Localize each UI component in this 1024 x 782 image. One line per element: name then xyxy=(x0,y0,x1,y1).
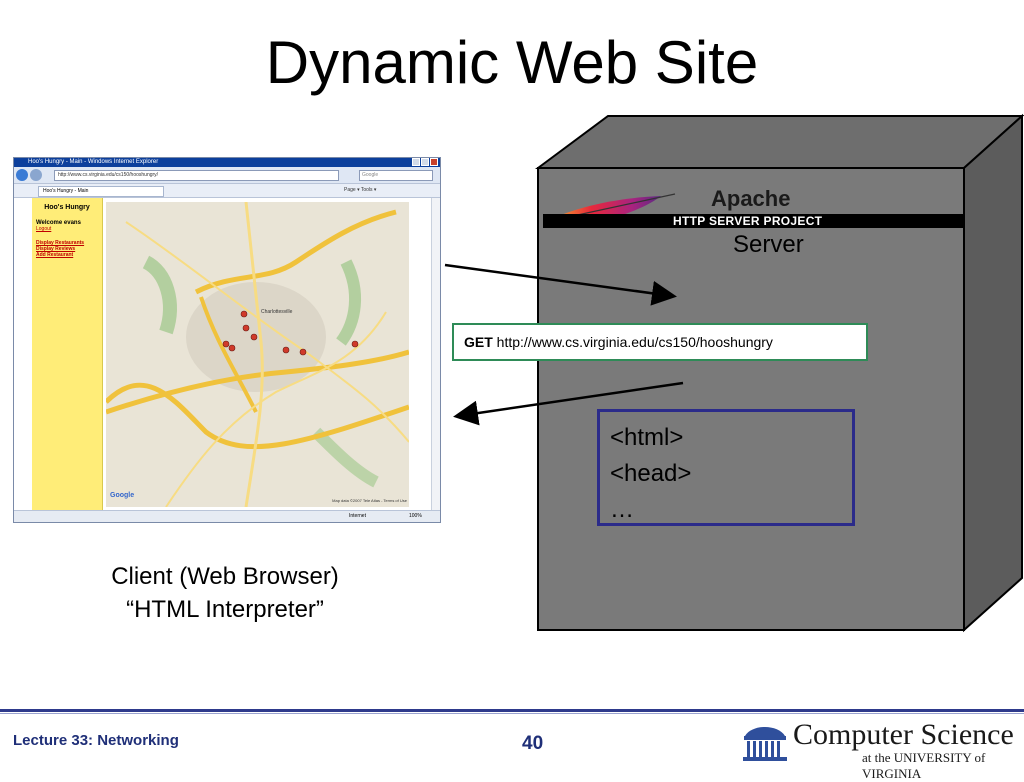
map-city-label: Charlottesville xyxy=(261,309,293,315)
zoom-label[interactable]: 100% xyxy=(409,513,422,519)
get-request-box: GET http://www.cs.virginia.edu/cs150/hoo… xyxy=(452,323,868,361)
browser-scrollbar[interactable] xyxy=(431,198,440,511)
dept-name: Computer Science xyxy=(793,718,1014,751)
url-input[interactable]: http://www.cs.virginia.edu/cs150/hooshun… xyxy=(54,170,339,181)
request-url: http://www.cs.virginia.edu/cs150/hooshun… xyxy=(496,334,773,350)
browser-tools-menu[interactable]: Page ▾ Tools ▾ xyxy=(344,187,377,193)
browser-statusbar: Internet 100% xyxy=(14,510,440,522)
slide-title: Dynamic Web Site xyxy=(265,29,759,96)
map-credit: Map data ©2007 Tele Atlas - Terms of Use xyxy=(332,498,407,503)
rotunda-logo-icon xyxy=(743,727,787,761)
map-view[interactable]: Charlottesville Google Map data ©2007 Te… xyxy=(106,202,409,507)
client-line-2: “HTML Interpreter” xyxy=(126,596,324,623)
add-restaurant-link[interactable]: Add Restaurant xyxy=(36,252,74,258)
apache-subtitle: HTTP SERVER PROJECT xyxy=(673,214,823,228)
html-response-box: <html> <head> … xyxy=(597,409,855,526)
html-line: <head> xyxy=(610,460,692,487)
server-box xyxy=(534,113,1024,633)
browser-window-title: Hoo's Hungry - Main - Windows Internet E… xyxy=(28,159,159,165)
footer-rule-thin xyxy=(0,713,1024,714)
page-sidebar: Hoo's Hungry Welcome evans Logout Displa… xyxy=(32,198,103,511)
welcome-text: Welcome evans xyxy=(36,220,81,226)
logout-link[interactable]: Logout xyxy=(36,226,52,232)
request-arrow xyxy=(444,263,684,426)
apache-wordmark: Apache xyxy=(711,186,791,211)
zone-label: Internet xyxy=(349,513,366,519)
site-heading: Hoo's Hungry xyxy=(44,204,90,211)
browser-page: Hoo's Hungry Welcome evans Logout Displa… xyxy=(14,198,432,511)
back-icon[interactable] xyxy=(16,169,28,181)
lecture-title: Lecture 33: Networking xyxy=(13,732,179,749)
browser-tabbar: Hoo's Hungry - Main Page ▾ Tools ▾ xyxy=(14,184,440,198)
display-reviews-link[interactable]: Display Reviews xyxy=(36,246,76,252)
forward-icon[interactable] xyxy=(30,169,42,181)
map-graphic xyxy=(106,202,409,507)
html-line: <html> xyxy=(610,424,684,451)
close-icon[interactable] xyxy=(430,158,438,166)
search-input[interactable]: Google xyxy=(359,170,433,181)
server-label: Server xyxy=(733,231,804,258)
html-line: … xyxy=(610,496,634,523)
client-caption: Client (Web Browser) “HTML Interpreter” xyxy=(80,560,370,626)
page-number: 40 xyxy=(522,733,544,754)
browser-titlebar: Hoo's Hungry - Main - Windows Internet E… xyxy=(14,158,440,167)
apache-banner: HTTP SERVER PROJECT xyxy=(543,214,965,228)
footer-rule xyxy=(0,709,1024,712)
display-restaurants-link[interactable]: Display Restaurants xyxy=(36,240,85,246)
maximize-icon[interactable] xyxy=(421,158,429,166)
client-line-1: Client (Web Browser) xyxy=(111,563,339,590)
google-logo: Google xyxy=(110,492,135,499)
univ-name: at the UNIVERSITY of VIRGINIA xyxy=(862,750,986,781)
browser-tab[interactable]: Hoo's Hungry - Main xyxy=(38,186,164,197)
browser-address-bar: http://www.cs.virginia.edu/cs150/hooshun… xyxy=(14,167,440,184)
minimize-icon[interactable] xyxy=(412,158,420,166)
http-method: GET xyxy=(464,334,493,350)
browser-screenshot: Hoo's Hungry - Main - Windows Internet E… xyxy=(13,157,441,523)
